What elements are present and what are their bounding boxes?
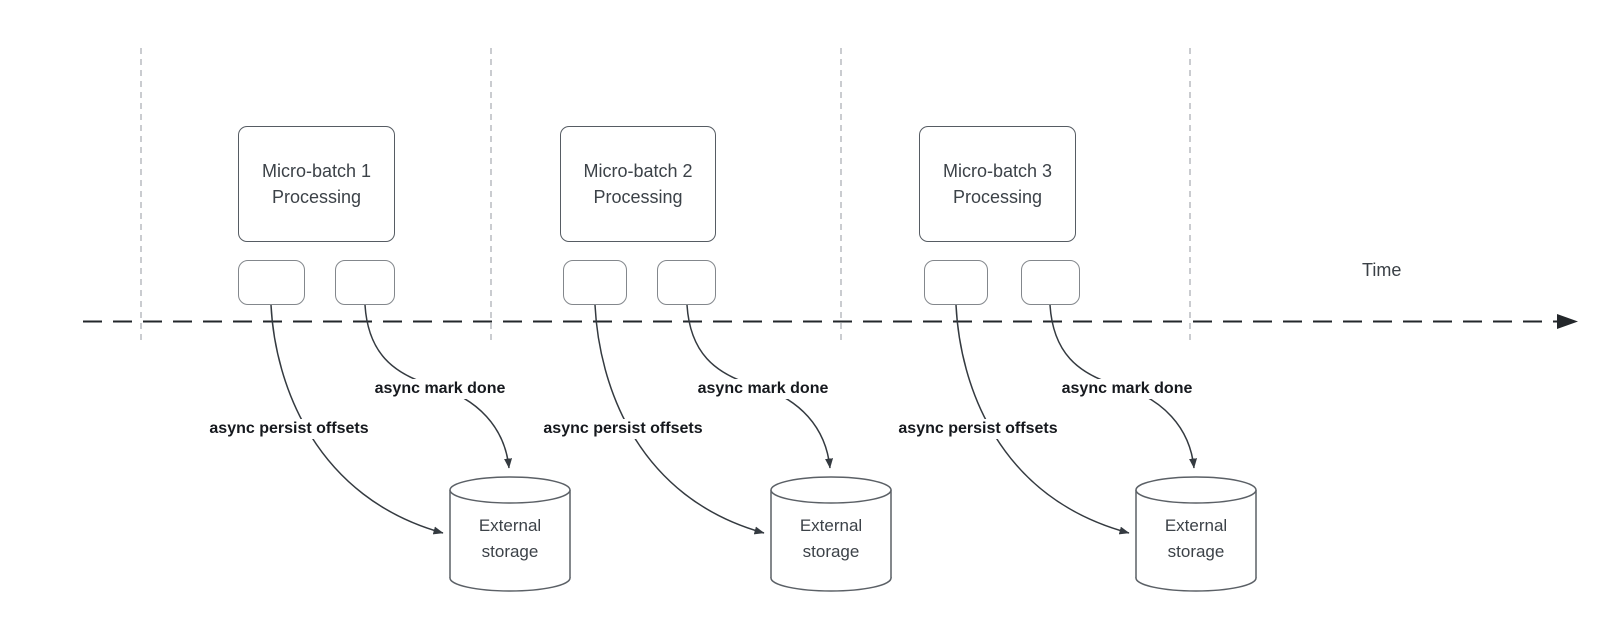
storage-cylinder-1: [449, 476, 571, 592]
storage-cylinder-2: [770, 476, 892, 592]
mark-done-label-3: async mark done: [1058, 379, 1196, 399]
microbatch-1-offset-task-box: [238, 260, 305, 305]
persist-offsets-label-1: async persist offsets: [206, 419, 372, 439]
microbatch-3-offset-task-box: [924, 260, 988, 305]
mark-done-label-1: async mark done: [371, 379, 509, 399]
microbatch-3-markdone-task-box: [1021, 260, 1080, 305]
microbatch-1-processing-box: Micro-batch 1 Processing: [238, 126, 395, 242]
microbatch-2-title: Micro-batch 2 Processing: [583, 161, 693, 207]
microbatch-2-processing-box: Micro-batch 2 Processing: [560, 126, 716, 242]
microbatch-2-markdone-task-box: [657, 260, 716, 305]
external-storage-label-2: External storage: [799, 516, 863, 561]
persist-offsets-label-3: async persist offsets: [895, 419, 1061, 439]
time-axis-label: Time: [1362, 260, 1402, 280]
storage-cylinder-3: [1135, 476, 1257, 592]
microbatch-3-title: Micro-batch 3 Processing: [942, 161, 1053, 207]
microbatch-1-markdone-task-box: [335, 260, 395, 305]
mark-done-label-2: async mark done: [694, 379, 832, 399]
persist-offsets-label-2: async persist offsets: [540, 419, 706, 439]
microbatch-2-offset-task-box: [563, 260, 627, 305]
microbatch-1-title: Micro-batch 1 Processing: [261, 161, 372, 207]
microbatch-3-processing-box: Micro-batch 3 Processing: [919, 126, 1076, 242]
external-storage-label-3: External storage: [1164, 516, 1228, 561]
time-axis-arrowhead-icon: [1557, 314, 1578, 329]
external-storage-label-1: External storage: [478, 516, 542, 561]
